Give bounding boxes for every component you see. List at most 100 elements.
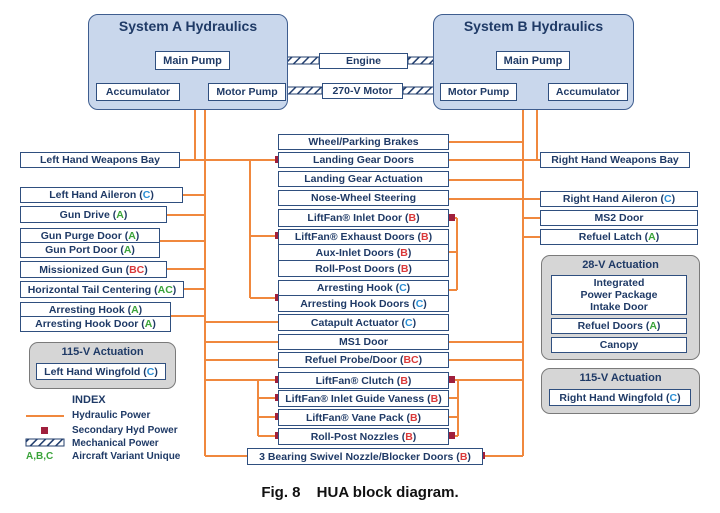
label: Arresting Hook Doors (	[300, 297, 416, 310]
secondary-marker	[448, 214, 455, 221]
paren: )	[655, 231, 660, 243]
label: Catapult Actuator (	[310, 316, 406, 329]
index-hydraulic-label: Hydraulic Power	[72, 410, 151, 421]
label-line1: Integrated	[593, 277, 645, 289]
label: Missionized Gun (	[39, 263, 130, 276]
label: Roll-Post Doors (	[315, 262, 401, 275]
variant-b: B	[400, 246, 408, 259]
system-b-motor-pump: Motor Pump	[440, 83, 517, 101]
figure-caption: Fig. 8 HUA block diagram.	[0, 484, 720, 501]
secondary-marker	[448, 376, 455, 383]
center-arresting-hook-doors: Arresting Hook Doors (C)	[278, 296, 449, 312]
label: 270-V Motor	[332, 85, 393, 97]
right-28v-title: 28-V Actuation	[582, 259, 659, 271]
variant-c: C	[405, 316, 413, 329]
label: LiftFan® Vane Pack (	[305, 411, 410, 424]
hydraulic-power-lines	[160, 74, 548, 457]
left-arresting-hook: Arresting Hook (A)	[20, 302, 171, 317]
landing-gear-actuation: Landing Gear Actuation	[278, 171, 449, 187]
paren: )	[152, 318, 156, 330]
variant-a: A	[649, 320, 657, 332]
index-variant-label: Aircraft Variant Unique	[72, 451, 181, 462]
refuel-latch: Refuel Latch (A)	[540, 229, 698, 245]
label: Left Hand Aileron (	[49, 189, 143, 201]
variant-b: B	[430, 392, 439, 405]
variant-a: A	[144, 318, 153, 330]
gun-drive: Gun Drive (A)	[20, 206, 167, 223]
paren: )	[131, 244, 135, 256]
label: Refuel Doors (	[577, 320, 650, 332]
paren: )	[407, 374, 412, 387]
variant-b: B	[400, 374, 408, 387]
refuel-probe-door: Refuel Probe/Door (BC)	[278, 352, 449, 368]
label: Left Hand Wingfold (	[44, 365, 147, 378]
label: Refuel Probe/Door (	[304, 354, 404, 366]
label: LiftFan® Inlet Door (	[307, 212, 409, 224]
label: Gun Port Door (	[45, 244, 124, 256]
right-hand-weapons-bay: Right Hand Weapons Bay	[540, 152, 690, 168]
label: Wheel/Parking Brakes	[308, 136, 419, 148]
paren: )	[438, 392, 442, 405]
index-title: INDEX	[72, 394, 106, 406]
label: Horizontal Tail Centering (	[27, 283, 158, 296]
landing-gear-doors: Landing Gear Doors	[278, 152, 449, 168]
paren: )	[428, 231, 433, 243]
label: Main Pump	[163, 54, 222, 67]
paren: )	[154, 365, 158, 378]
variant-c: C	[146, 365, 155, 378]
variant-c: C	[669, 391, 678, 404]
variant-c: C	[415, 297, 424, 310]
catapult-actuator: Catapult Actuator (C)	[278, 314, 449, 331]
system-b-title: System B Hydraulics	[463, 18, 604, 34]
left-hand-aileron: Left Hand Aileron (C)	[20, 187, 183, 203]
horizontal-tail-centering: Horizontal Tail Centering (AC)	[20, 281, 184, 298]
label: Left Hand Weapons Bay	[40, 154, 160, 166]
roll-post-doors: Roll-Post Doors (B)	[278, 261, 449, 277]
right-115v-title: 115-V Actuation	[579, 372, 662, 384]
left-115v-title: 115-V Actuation	[61, 346, 144, 358]
paren: )	[412, 316, 417, 329]
label: Aux-Inlet Doors (	[315, 246, 401, 259]
index-secondary-label: Secondary Hyd Power	[72, 425, 178, 436]
label: Accumulator	[105, 86, 171, 98]
secondary-marker	[448, 432, 455, 439]
paren: )	[123, 208, 128, 221]
label: Right Hand Weapons Bay	[551, 154, 679, 166]
paren: )	[423, 297, 427, 310]
label: LiftFan® Clutch (	[315, 374, 401, 387]
variant-a: A	[131, 303, 139, 316]
roll-post-nozzles: Roll-Post Nozzles (B)	[278, 428, 449, 445]
paren: )	[172, 283, 177, 296]
variant-bc: BC	[129, 263, 145, 276]
paren: )	[408, 262, 412, 275]
right-hand-aileron: Right Hand Aileron (C)	[540, 191, 698, 207]
aux-inlet-doors: Aux-Inlet Doors (B)	[278, 245, 449, 261]
variant-a: A	[648, 231, 656, 243]
figure-number: Fig. 8	[261, 484, 301, 501]
wheel-parking-brakes: Wheel/Parking Brakes	[278, 134, 449, 150]
liftfan-inlet-guide-vanes: LiftFan® Inlet Guide Vaness (B)	[278, 390, 449, 407]
label: Main Pump	[503, 54, 563, 67]
index-variant-letters: A,B,C	[26, 451, 54, 462]
variant-b: B	[409, 411, 418, 424]
figure-title: HUA block diagram.	[316, 484, 459, 501]
label: Landing Gear Actuation	[304, 173, 423, 185]
label: 3 Bearing Swivel Nozzle/Blocker Doors (	[259, 450, 460, 463]
paren: )	[406, 282, 411, 294]
paren: )	[656, 320, 661, 332]
swivel-nozzle-blocker-doors: 3 Bearing Swivel Nozzle/Blocker Doors (B…	[247, 448, 483, 465]
center-arresting-hook: Arresting Hook (C)	[278, 280, 449, 296]
paren: )	[671, 193, 676, 205]
label: Right Hand Wingfold (	[559, 391, 670, 404]
label-line3: Intake Door	[590, 301, 648, 313]
gun-port-door: Gun Port Door (A)	[20, 243, 160, 258]
left-arresting-hook-door: Arresting Hook Door (A)	[20, 317, 171, 332]
left-hand-wingfold: Left Hand Wingfold (C)	[36, 363, 166, 380]
paren: )	[416, 212, 420, 224]
paren: )	[467, 450, 471, 463]
label: Gun Drive (	[59, 208, 117, 221]
paren: )	[138, 303, 143, 316]
paren: )	[677, 391, 681, 404]
integrated-power-package-intake-door: Integrated Power Package Intake Door	[551, 275, 687, 315]
